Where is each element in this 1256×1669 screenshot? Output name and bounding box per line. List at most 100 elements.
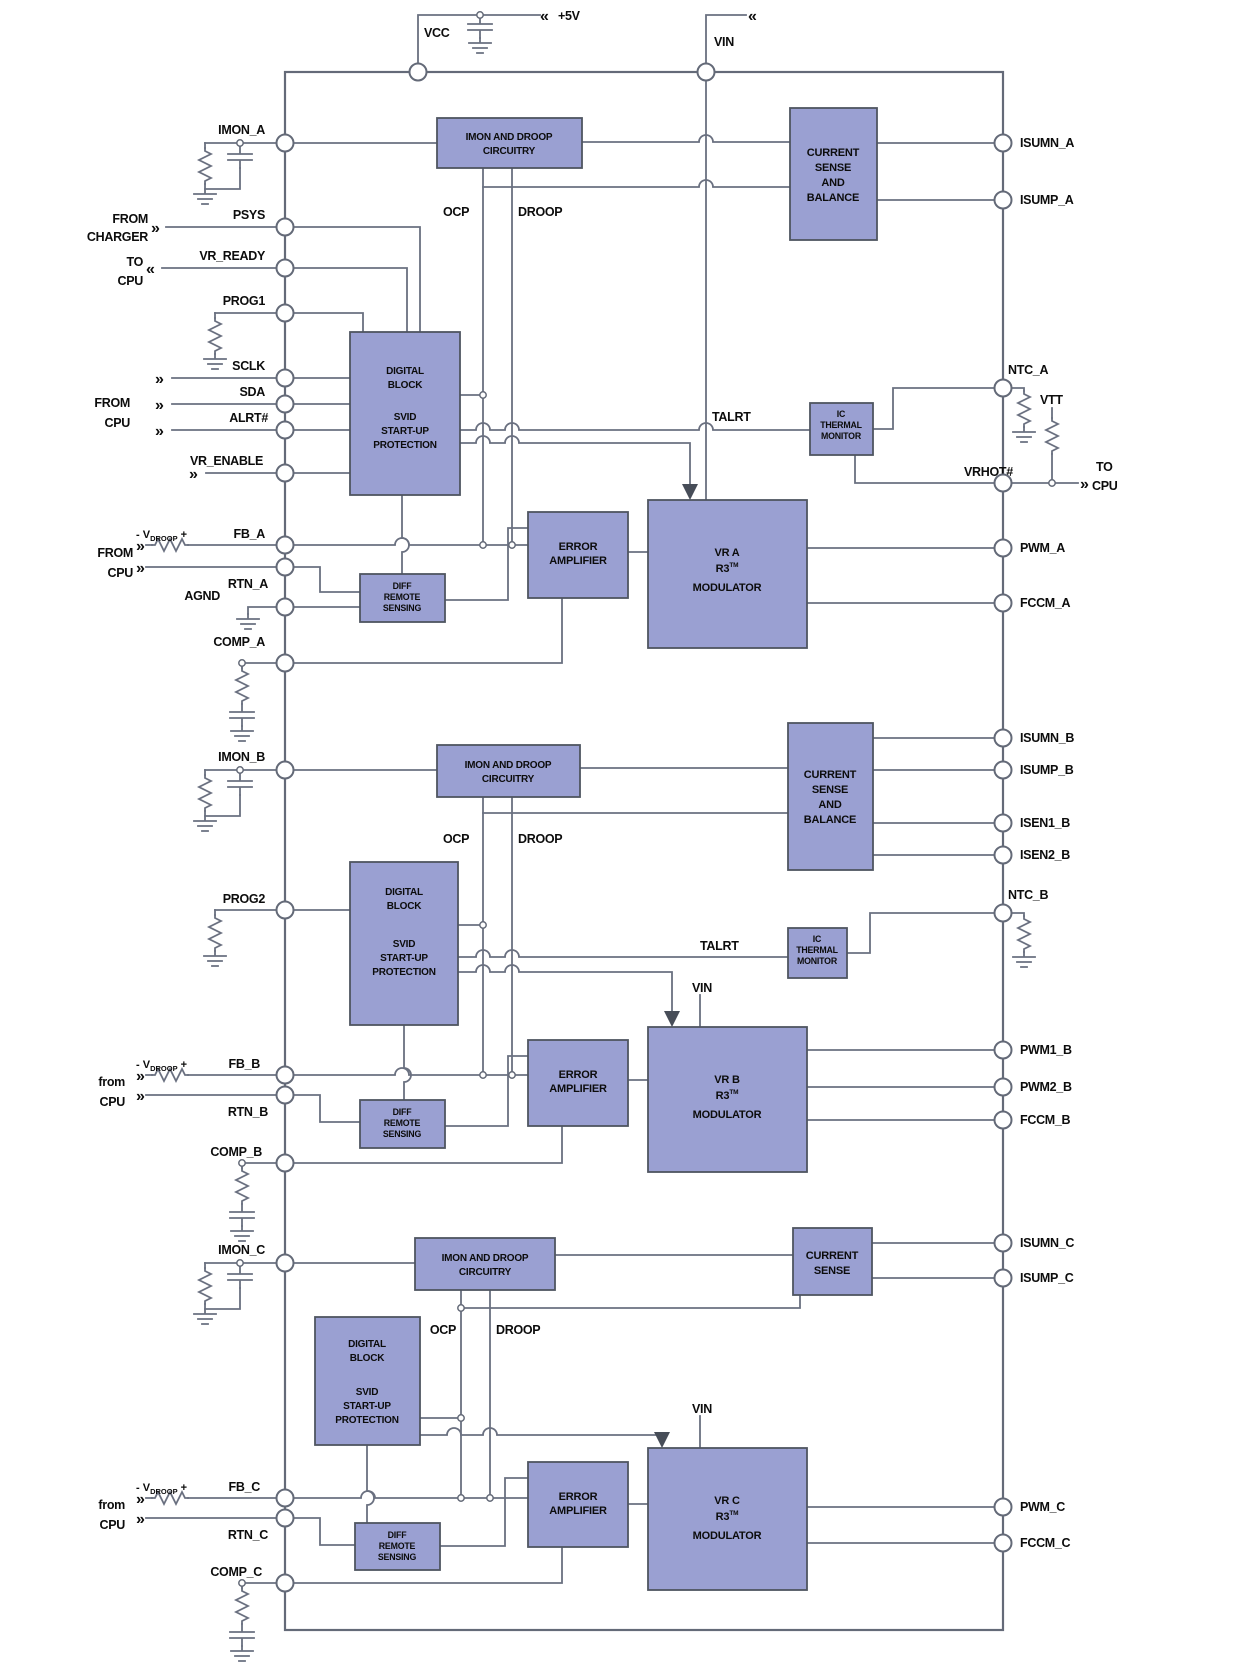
pin-fb-c xyxy=(275,1488,295,1508)
pin-alrt xyxy=(275,420,295,440)
arrow-in-icon: » xyxy=(136,1511,145,1528)
pin-vin xyxy=(696,62,716,82)
diff-a-line2: REMOTE xyxy=(384,592,421,602)
thermal-a-line1: IC xyxy=(837,409,846,419)
label-isumn-c: ISUMN_C xyxy=(1020,1236,1074,1250)
arrow-in-icon: » xyxy=(136,1088,145,1105)
junction xyxy=(1048,479,1056,487)
label-from-charger-2: CHARGER xyxy=(87,230,148,244)
arrow-in-icon: » xyxy=(151,220,160,237)
label-vcc: VCC xyxy=(424,26,450,40)
mod-b-name: VR B xyxy=(714,1074,740,1086)
imon-b-rc-network xyxy=(194,767,252,831)
block-modulator-c xyxy=(647,1447,808,1591)
arrow-out-icon: « xyxy=(146,261,155,278)
block-thermal-monitor-a xyxy=(809,402,874,456)
label-ntc-a: NTC_A xyxy=(1008,363,1048,377)
block-error-amp-a xyxy=(527,511,629,599)
comp-a-rc-network xyxy=(230,660,254,741)
pin-pwm1-b xyxy=(993,1040,1013,1060)
pin-isump-a xyxy=(993,190,1013,210)
arrow-in-icon: » xyxy=(189,466,198,483)
mod-a-r3: R3TM xyxy=(716,562,739,575)
label-ocp-a: OCP xyxy=(443,205,469,219)
cs-c-line2: SENSE xyxy=(814,1265,850,1277)
thermal-a-line3: MONITOR xyxy=(821,431,862,441)
error-b-line2: AMPLIFIER xyxy=(549,1083,607,1095)
label-ocp-b: OCP xyxy=(443,832,469,846)
label-prog1: PROG1 xyxy=(223,294,266,308)
digital-b-line3: SVID xyxy=(393,939,416,950)
arrowhead-icon xyxy=(682,484,698,500)
label-rtn-b: RTN_B xyxy=(228,1105,268,1119)
diff-c-line2: REMOTE xyxy=(379,1541,416,1551)
block-current-sense-c xyxy=(792,1227,873,1296)
diff-b-line1: DIFF xyxy=(393,1107,413,1117)
csb-a-line3: AND xyxy=(821,177,844,189)
imon-droop-b-line1: IMON AND DROOP xyxy=(465,760,552,771)
thermal-a-line2: THERMAL xyxy=(820,420,862,430)
label-droop-a: DROOP xyxy=(518,205,562,219)
label-isump-c: ISUMP_C xyxy=(1020,1271,1074,1285)
label-isumn-b: ISUMN_B xyxy=(1020,731,1074,745)
label-vdroop-a: - VDROOP + xyxy=(136,529,187,543)
wires-section-a xyxy=(145,134,1079,664)
arrow-in-icon: » xyxy=(136,538,145,555)
pin-fb-a xyxy=(275,535,295,555)
diff-b-line2: REMOTE xyxy=(384,1118,421,1128)
pin-comp-a xyxy=(275,653,295,673)
block-imon-droop-a-line1: IMON AND DROOP xyxy=(466,132,553,143)
junction xyxy=(457,1304,465,1312)
block-digital-b xyxy=(349,861,459,1026)
label-to-cpu-2: CPU xyxy=(118,274,144,288)
junction xyxy=(479,391,487,399)
pin-imon-c xyxy=(275,1253,295,1273)
diff-a-line1: DIFF xyxy=(393,581,413,591)
label-alrt: ALRT# xyxy=(229,411,268,425)
diff-a-line3: SENSING xyxy=(383,603,422,613)
csb-a-line2: SENSE xyxy=(815,162,851,174)
label-rtn-c: RTN_C xyxy=(228,1528,268,1542)
label-isump-b: ISUMP_B xyxy=(1020,763,1074,777)
pin-psys xyxy=(275,217,295,237)
label-pwm-a: PWM_A xyxy=(1020,541,1065,555)
junction xyxy=(476,11,484,19)
error-c-line1: ERROR xyxy=(559,1491,598,1503)
left-pin-circles xyxy=(275,133,295,1593)
label-vr-ready: VR_READY xyxy=(199,249,266,263)
pin-pwm2-b xyxy=(993,1077,1013,1097)
junction xyxy=(479,541,487,549)
block-imon-droop-a-line2: CIRCUITRY xyxy=(483,146,536,157)
label-vin-b: VIN xyxy=(692,981,712,995)
block-diff-sense-c xyxy=(354,1522,441,1571)
label-fb-c: FB_C xyxy=(229,1480,261,1494)
label-vin-top: VIN xyxy=(714,35,734,49)
mod-a-word: MODULATOR xyxy=(693,582,762,594)
pin-comp-c xyxy=(275,1573,295,1593)
arrow-in-icon: » xyxy=(155,371,164,388)
arrowhead-icon xyxy=(654,1432,670,1448)
junction xyxy=(457,1414,465,1422)
label-plus5v: +5V xyxy=(558,9,581,23)
label-from-cpu-b2: CPU xyxy=(100,1095,126,1109)
label-vdroop-b: - VDROOP + xyxy=(136,1059,187,1073)
arrow-out-icon: » xyxy=(1080,476,1089,493)
label-sda: SDA xyxy=(240,385,266,399)
label-pwm1-b: PWM1_B xyxy=(1020,1043,1072,1057)
label-droop-b: DROOP xyxy=(518,832,562,846)
pin-pwm-c xyxy=(993,1497,1013,1517)
pin-fccm-c xyxy=(993,1533,1013,1553)
pin-isump-b xyxy=(993,760,1013,780)
thermal-b-line1: IC xyxy=(813,934,822,944)
arrow-in-icon: » xyxy=(136,560,145,577)
diff-c-line1: DIFF xyxy=(388,1530,408,1540)
arrow-in-icon: » xyxy=(155,397,164,414)
pin-fccm-a xyxy=(993,593,1013,613)
label-from-charger-1: FROM xyxy=(112,212,148,226)
pin-fb-b xyxy=(275,1065,295,1085)
capacitor-icon xyxy=(467,15,493,39)
thermal-b-line2: THERMAL xyxy=(796,945,838,955)
error-c-line2: AMPLIFIER xyxy=(549,1505,607,1517)
pin-isen2-b xyxy=(993,845,1013,865)
